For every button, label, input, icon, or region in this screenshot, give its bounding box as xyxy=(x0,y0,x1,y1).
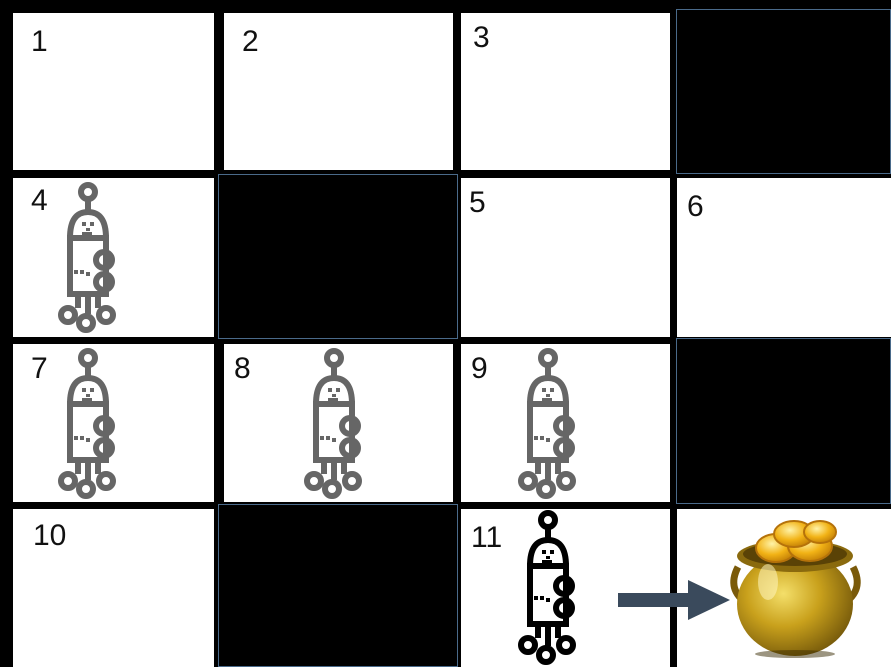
blocked-cell xyxy=(676,338,891,504)
cell-number: 10 xyxy=(33,519,66,553)
cell-number: 11 xyxy=(471,521,502,555)
robot-icon xyxy=(508,346,588,501)
cell-number: 2 xyxy=(242,25,259,59)
pot-of-gold-icon xyxy=(728,512,863,660)
cell-number: 9 xyxy=(471,352,488,386)
cell-number: 8 xyxy=(234,352,251,386)
blocked-cell xyxy=(218,174,458,339)
grid-cell-5: 5 xyxy=(461,178,670,337)
cell-number: 1 xyxy=(31,25,48,59)
robot-icon xyxy=(48,346,128,501)
robot-icon xyxy=(48,180,128,335)
right-arrow-icon xyxy=(618,580,730,620)
cell-number: 6 xyxy=(687,190,704,224)
robot-icon xyxy=(294,346,374,501)
cell-number: 5 xyxy=(469,186,486,220)
grid-cell-6: 6 xyxy=(677,178,891,337)
cell-number: 4 xyxy=(31,184,48,218)
blocked-cell xyxy=(676,9,891,174)
cell-number: 7 xyxy=(31,352,48,386)
grid-cell-2: 2 xyxy=(224,13,453,170)
grid-cell-10: 10 xyxy=(13,509,214,667)
cell-number: 3 xyxy=(473,21,490,55)
grid-cell-3: 3 xyxy=(461,13,670,170)
grid-cell-1: 1 xyxy=(13,13,214,170)
robot-current-icon xyxy=(508,510,588,667)
blocked-cell xyxy=(218,504,458,667)
